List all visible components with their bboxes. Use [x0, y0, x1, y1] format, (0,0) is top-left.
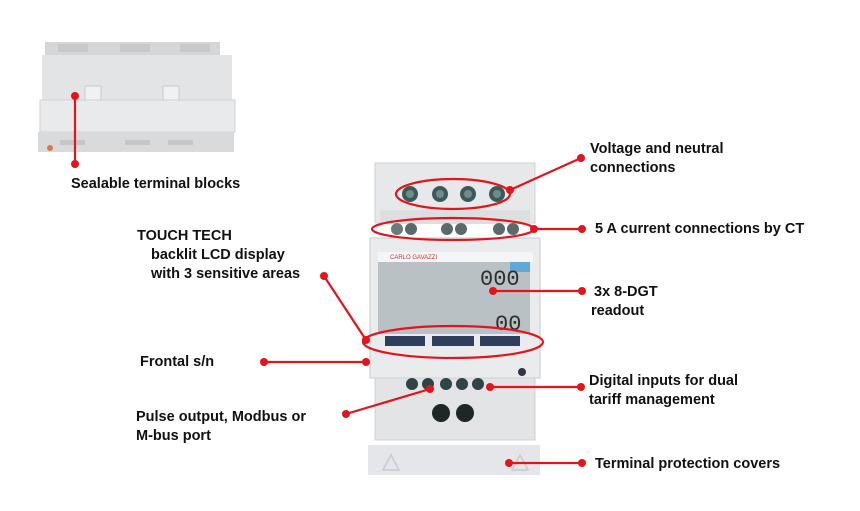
label-voltage-neutral: Voltage and neutral connections: [590, 140, 723, 178]
lcd-top-digits: 000: [480, 267, 520, 292]
label-touch-tech: TOUCH TECH backlit LCD display with 3 se…: [137, 227, 300, 284]
callout-line-touch: [323, 275, 367, 341]
label-line: Digital inputs for dual: [589, 373, 739, 389]
label-line: Pulse output, Modbus or: [136, 409, 306, 425]
callout-line-voltage: [509, 156, 582, 192]
lcd-bottom-digits: 00: [495, 312, 521, 337]
callout-line-pulse: [345, 387, 431, 416]
label-readout: 3x 8-DGT readout: [591, 283, 658, 321]
sealed-device: [38, 42, 236, 152]
label-text: 5 A current connections by CT: [595, 221, 805, 237]
label-frontal-sn: Frontal s/n: [140, 353, 214, 372]
label-line: tariff management: [589, 392, 715, 408]
label-line: Voltage and neutral: [590, 141, 724, 157]
label-terminal-covers: Terminal protection covers: [595, 455, 780, 474]
label-title: TOUCH TECH: [137, 228, 232, 244]
label-current-connections: 5 A current connections by CT: [595, 220, 804, 239]
label-pulse-output: Pulse output, Modbus or M-bus port: [136, 408, 306, 446]
label-line: M-bus port: [136, 428, 211, 444]
label-line: readout: [591, 303, 645, 319]
callout-ellipse-current: [370, 216, 536, 242]
label-line: with 3 sensitive areas: [151, 266, 301, 282]
label-sealable-terminal-blocks: Sealable terminal blocks: [71, 175, 240, 194]
label-text: Frontal s/n: [140, 354, 215, 370]
callout-ellipse-touch: [361, 324, 545, 360]
label-line: backlit LCD display: [151, 247, 285, 263]
label-text: Sealable terminal blocks: [71, 176, 241, 192]
callout-ellipse-voltage: [394, 177, 512, 211]
label-line: 3x 8-DGT: [594, 284, 658, 300]
label-line: connections: [590, 160, 676, 176]
label-digital-inputs: Digital inputs for dual tariff managemen…: [589, 372, 738, 410]
lcd-brand: CARLO GAVAZZI: [390, 255, 437, 261]
label-text: Terminal protection covers: [595, 456, 781, 472]
